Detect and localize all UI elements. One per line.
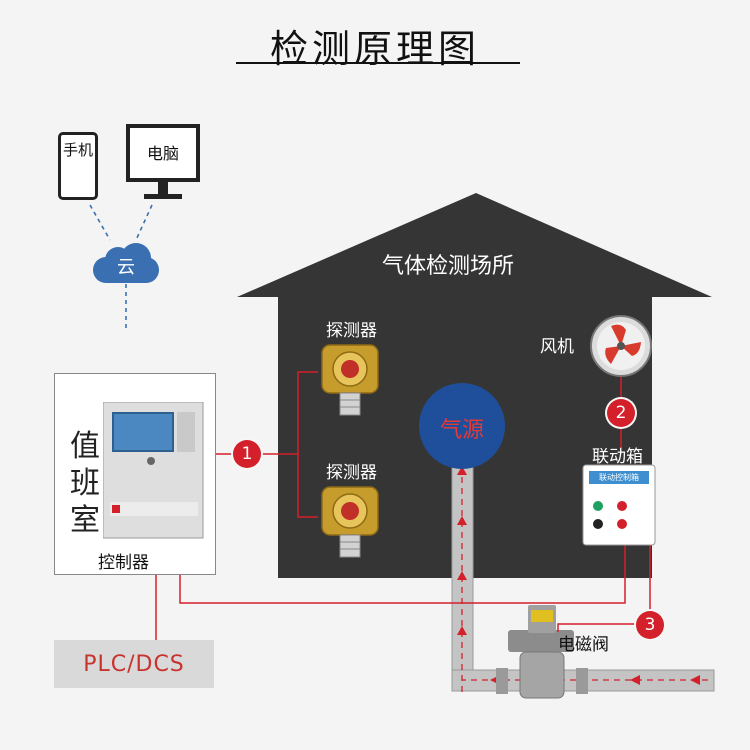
linkage-box — [582, 464, 656, 546]
fan-label: 风机 — [540, 337, 574, 357]
detector-bottom-label: 探测器 — [326, 463, 377, 483]
gas-source-label: 气源 — [439, 418, 484, 443]
linkage-panel-label: 联动控制箱 — [599, 473, 639, 482]
valve-label: 电磁阀 — [558, 635, 609, 655]
title-underline — [236, 62, 520, 64]
computer-cloud-link — [135, 204, 153, 241]
controller-label: 控制器 — [98, 553, 149, 573]
phone-label: 手机 — [62, 141, 93, 159]
solenoid-valve — [496, 605, 588, 699]
detector-bottom — [321, 486, 379, 558]
computer-icon: 电脑 — [126, 124, 202, 204]
duty-room-label: 值班室 — [70, 429, 100, 538]
gas-source-circle — [419, 383, 505, 469]
house-title: 气体检测场所 — [382, 254, 515, 279]
detector-top-label: 探测器 — [326, 321, 377, 341]
linkage-box-label: 联动箱 — [592, 447, 643, 467]
computer-label: 电脑 — [146, 144, 179, 163]
controller-panel — [103, 402, 204, 539]
plc-dcs-box: PLC/DCS — [54, 640, 214, 688]
marker-1: 1 — [233, 440, 261, 468]
phone-icon: 手机 — [58, 132, 98, 200]
marker-3: 3 — [636, 611, 664, 639]
cloud-icon: 云 — [93, 243, 159, 283]
detector-top — [321, 344, 379, 416]
phone-cloud-link — [89, 204, 111, 241]
fan-icon — [590, 315, 652, 377]
cloud-label: 云 — [117, 257, 135, 278]
marker-2: 2 — [607, 399, 635, 427]
